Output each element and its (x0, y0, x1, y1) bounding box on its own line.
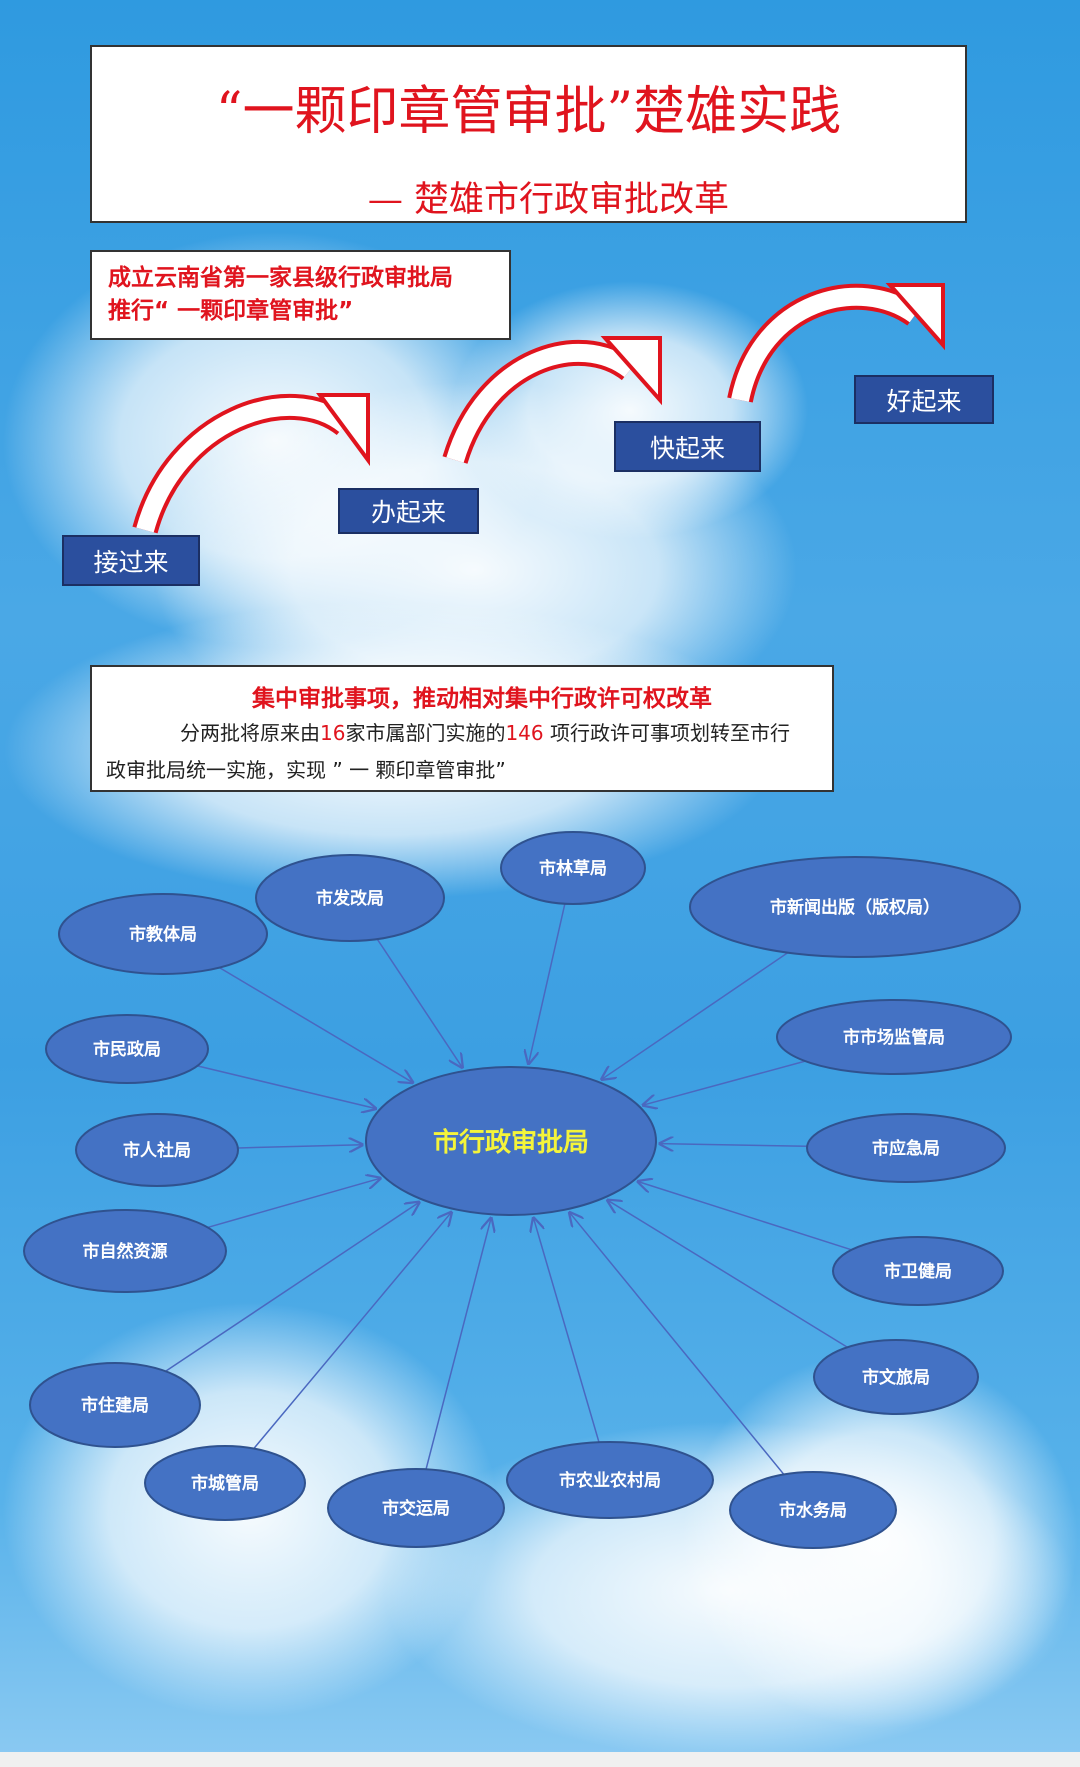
node-ellipse (689, 856, 1021, 958)
node-label: 市自然资源 (83, 1241, 168, 1262)
link-arrow (570, 1213, 785, 1475)
department-node: 市发改局 (255, 854, 445, 942)
node-label: 市住建局 (81, 1395, 149, 1416)
curved-arrow-1 (132, 393, 370, 534)
department-node: 市水务局 (729, 1471, 897, 1549)
node-ellipse (45, 1014, 209, 1084)
link-arrow (165, 1202, 419, 1372)
department-node: 市教体局 (58, 893, 268, 975)
title-box: “一颗印章管审批”楚雄实践 — 楚雄市行政审批改革 (90, 45, 967, 223)
curved-arrow-3 (727, 283, 945, 403)
step-improve: 好起来 (854, 375, 994, 424)
link-arrow (207, 1178, 380, 1229)
node-ellipse (776, 999, 1012, 1075)
link-arrow (643, 1060, 806, 1105)
node-ellipse (365, 1066, 657, 1216)
step-arrows (132, 283, 945, 534)
department-node: 市文旅局 (813, 1339, 979, 1415)
node-label: 市教体局 (129, 924, 197, 945)
page-title: “一颗印章管审批”楚雄实践 (215, 82, 842, 142)
link-arrow (638, 1182, 852, 1251)
intro-box: 成立云南省第一家县级行政审批局 推行“ 一颗印章管审批” (90, 250, 511, 340)
page-subtitle: — 楚雄市行政审批改革 (367, 180, 730, 220)
node-label: 市文旅局 (862, 1367, 930, 1388)
node-label: 市发改局 (316, 888, 384, 909)
node-label: 市应急局 (872, 1138, 940, 1159)
body-text: 分两批将原来由 (180, 721, 320, 745)
department-node: 市民政局 (45, 1014, 209, 1084)
node-ellipse (832, 1236, 1004, 1306)
reform-body-line-1: 分两批将原来由16家市属部门实施的146 项行政许可事项划转至市行 (180, 717, 790, 746)
link-arrow (529, 903, 566, 1064)
department-node: 市自然资源 (23, 1209, 227, 1293)
link-arrow (602, 952, 789, 1080)
reform-box: 集中审批事项，推动相对集中行政许可权改革 分两批将原来由16家市属部门实施的14… (90, 665, 834, 792)
intro-line-2: 推行“ 一颗印章管审批” (108, 298, 354, 324)
body-text: 家市属部门实施的 (345, 721, 506, 745)
node-label: 市民政局 (93, 1039, 161, 1060)
curved-arrow-2 (442, 336, 662, 465)
node-ellipse (327, 1468, 505, 1548)
department-node: 市新闻出版（版权局） (689, 856, 1021, 958)
step-handle: 办起来 (338, 488, 479, 534)
node-label: 市市场监管局 (843, 1027, 945, 1048)
link-arrow (219, 966, 412, 1083)
node-label: 市农业农村局 (559, 1470, 661, 1491)
intro-line-1: 成立云南省第一家县级行政审批局 (108, 265, 453, 291)
node-ellipse (29, 1362, 201, 1448)
link-arrow (237, 1145, 362, 1148)
department-node: 市应急局 (806, 1113, 1006, 1183)
node-ellipse (506, 1441, 714, 1519)
link-arrow (197, 1065, 375, 1109)
bottom-strip (0, 1752, 1080, 1767)
link-arrow (425, 1218, 491, 1470)
node-label: 市交运局 (382, 1498, 450, 1519)
link-arrow (534, 1218, 600, 1443)
department-node: 市农业农村局 (506, 1441, 714, 1519)
link-arrow (660, 1144, 808, 1147)
node-label: 市卫健局 (884, 1261, 952, 1282)
node-label: 市行政审批局 (433, 1127, 589, 1158)
step-speed-up: 快起来 (614, 421, 761, 472)
department-node: 市卫健局 (832, 1236, 1004, 1306)
node-label: 市城管局 (191, 1473, 259, 1494)
node-ellipse (813, 1339, 979, 1415)
node-ellipse (23, 1209, 227, 1293)
node-label: 市水务局 (779, 1500, 847, 1521)
body-text: 项行政许可事项划转至市行 (543, 721, 790, 745)
department-node: 市城管局 (144, 1445, 306, 1521)
node-label: 市人社局 (123, 1140, 191, 1161)
center-node: 市行政审批局 (365, 1066, 657, 1216)
reform-heading: 集中审批事项，推动相对集中行政许可权改革 (252, 686, 712, 712)
department-node: 市人社局 (75, 1113, 239, 1187)
department-count: 16 (320, 721, 346, 745)
department-node: 市交运局 (327, 1468, 505, 1548)
department-node: 市住建局 (29, 1362, 201, 1448)
department-node: 市市场监管局 (776, 999, 1012, 1075)
link-arrow (376, 938, 462, 1067)
item-count: 146 (505, 721, 544, 745)
node-ellipse (144, 1445, 306, 1521)
link-arrow (253, 1212, 451, 1449)
node-ellipse (75, 1113, 239, 1187)
node-label: 市新闻出版（版权局） (770, 897, 940, 918)
node-ellipse (500, 831, 646, 905)
reform-body-line-2: 政审批局统一实施，实现 ” 一 颗印章管审批” (106, 758, 506, 782)
node-ellipse (729, 1471, 897, 1549)
node-ellipse (58, 893, 268, 975)
step-take-over: 接过来 (62, 535, 200, 586)
node-ellipse (806, 1113, 1006, 1183)
department-node: 市林草局 (500, 831, 646, 905)
node-label: 市林草局 (539, 858, 607, 879)
link-arrow (608, 1200, 848, 1348)
node-ellipse (255, 854, 445, 942)
